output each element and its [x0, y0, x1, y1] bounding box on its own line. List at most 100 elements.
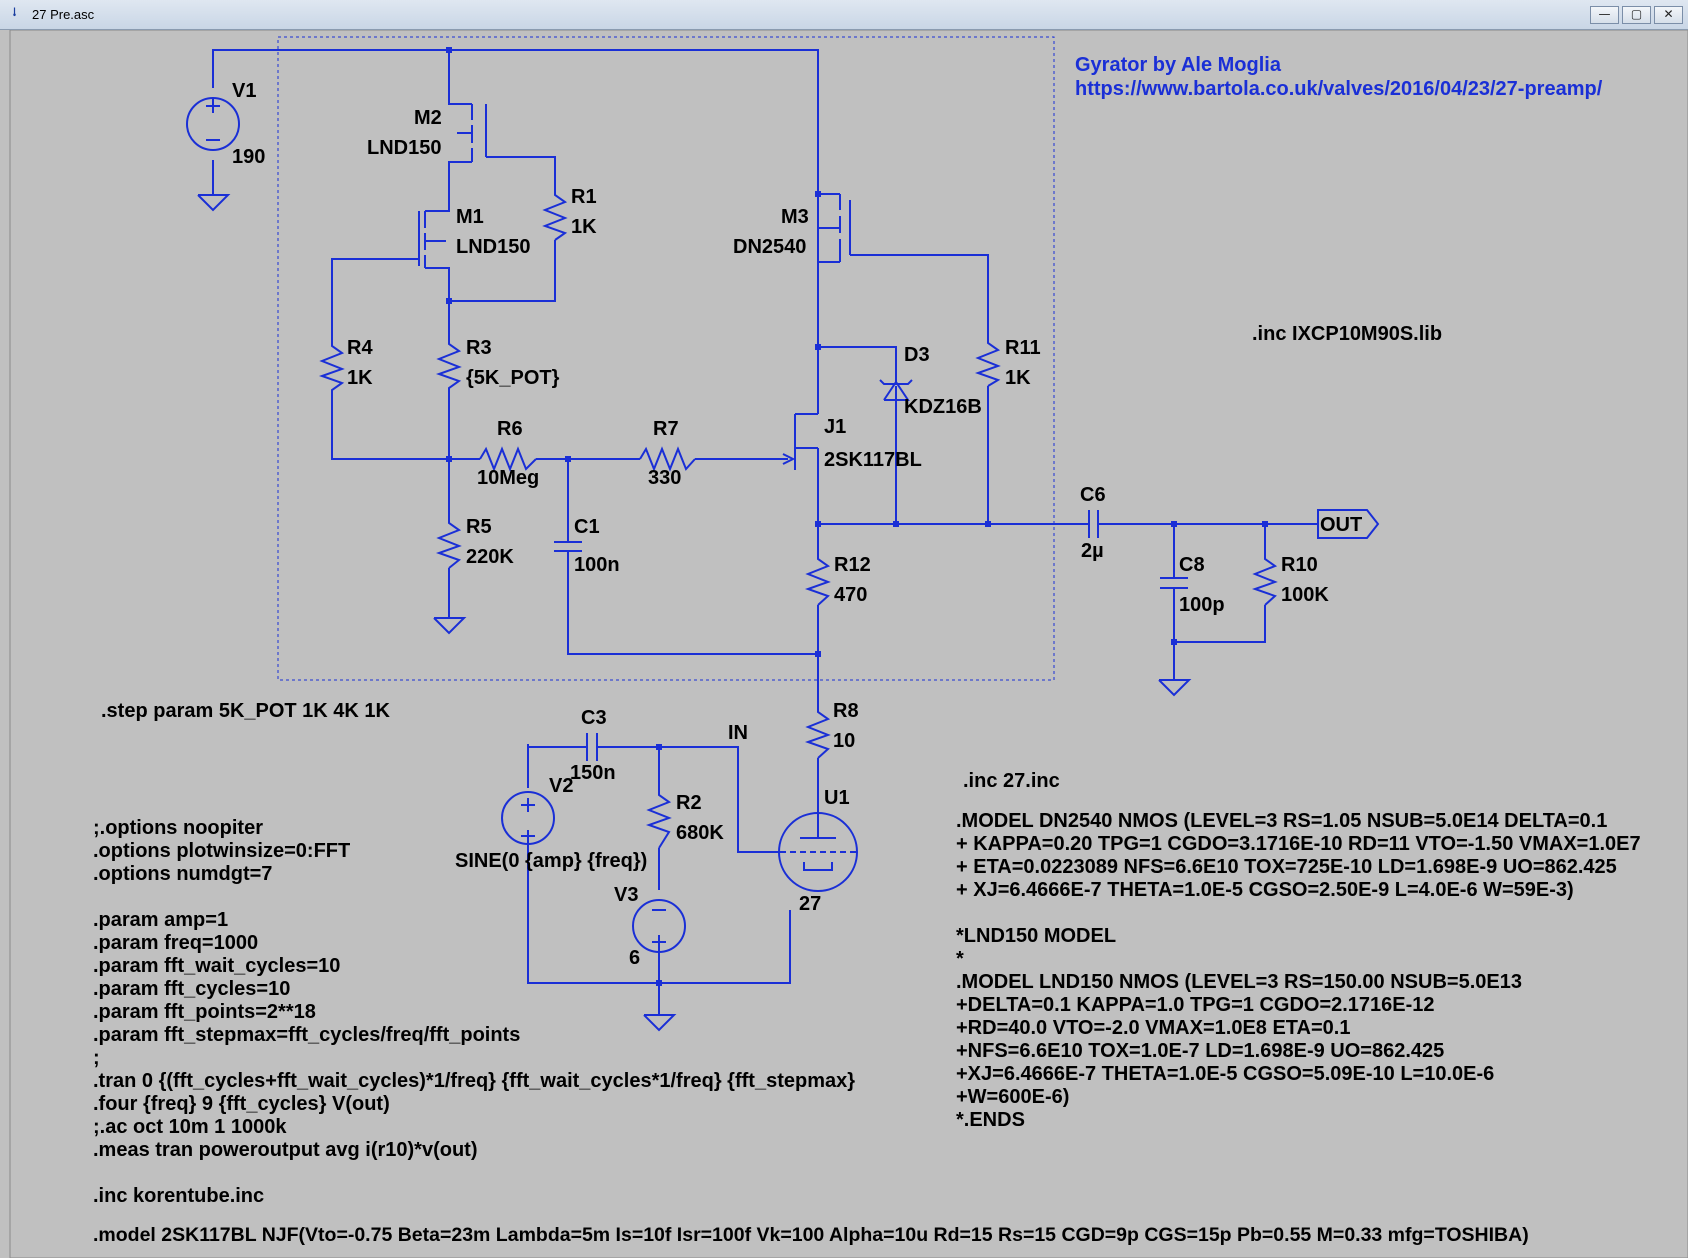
- r12-value: 470: [834, 584, 867, 606]
- u1-tube-symbol[interactable]: [778, 810, 858, 892]
- m3-name: M3: [781, 206, 809, 228]
- step-directive[interactable]: .step param 5K_POT 1K 4K 1K: [101, 700, 391, 722]
- right-directive-block[interactable]: .MODEL DN2540 NMOS (LEVEL=3 RS=1.05 NSUB…: [956, 810, 1641, 1131]
- header-title: Gyrator by Ale Moglia: [1075, 54, 1282, 76]
- u1-name: U1: [824, 787, 850, 809]
- ltspice-app-icon: ᛍ: [10, 5, 20, 23]
- directive-line: .param fft_cycles=10: [93, 978, 290, 1000]
- dashed-group-box: [277, 36, 1055, 681]
- ground-symbol: [197, 194, 1192, 1032]
- close-button[interactable]: ✕: [1654, 6, 1683, 24]
- directive-line: .options numdgt=7: [93, 863, 272, 885]
- inc-lib-directive[interactable]: .inc IXCP10M90S.lib: [1252, 323, 1442, 345]
- resistor-symbols[interactable]: [318, 188, 1278, 849]
- r10-value: 100K: [1281, 584, 1329, 606]
- model-line: +W=600E-6): [956, 1086, 1069, 1108]
- schematic-canvas[interactable]: Gyrator by Ale Moglia https://www.bartol…: [0, 30, 1688, 1258]
- j1-jfet-symbol[interactable]: [782, 413, 818, 470]
- directive-line: ;.ac oct 10m 1 1000k: [93, 1116, 287, 1138]
- r5-name: R5: [466, 516, 492, 538]
- v3-value: 6: [629, 947, 640, 969]
- model-line: *: [956, 948, 964, 970]
- r1-name: R1: [571, 186, 597, 208]
- r8-name: R8: [833, 700, 859, 722]
- r10-name: R10: [1281, 554, 1318, 576]
- r3-name: R3: [466, 337, 492, 359]
- r8-value: 10: [833, 730, 855, 752]
- directive-line: .param fft_points=2**18: [93, 1001, 316, 1023]
- r4-value: 1K: [347, 367, 373, 389]
- r7-name: R7: [653, 418, 679, 440]
- r2-name: R2: [676, 792, 702, 814]
- directive-line: ;.options noopiter: [93, 817, 263, 839]
- inc-27-directive[interactable]: .inc 27.inc: [963, 770, 1060, 792]
- v1-source-symbol[interactable]: [186, 97, 240, 151]
- r11-name: R11: [1005, 337, 1041, 359]
- r2-value: 680K: [676, 822, 724, 844]
- d3-zener-symbol[interactable]: [879, 366, 913, 410]
- junction-dots: [446, 47, 1268, 986]
- window-titlebar: ᛍ 27 Pre.asc — ▢ ✕: [0, 0, 1688, 30]
- directive-line: .param fft_wait_cycles=10: [93, 955, 340, 977]
- model-line: +NFS=6.6E10 TOX=1.0E-7 LD=1.698E-9 UO=86…: [956, 1040, 1444, 1062]
- c6-name: C6: [1080, 484, 1106, 506]
- v2-value: SINE(0 {amp} {freq}): [455, 850, 647, 872]
- out-port-flag[interactable]: [1317, 509, 1380, 539]
- directive-line: .options plotwinsize=0:FFT: [93, 840, 350, 862]
- model-line: +DELTA=0.1 KAPPA=1.0 TPG=1 CGDO=2.1716E-…: [956, 994, 1435, 1016]
- maximize-button[interactable]: ▢: [1622, 6, 1651, 24]
- in-label: IN: [728, 722, 748, 744]
- d3-value: KDZ16B: [904, 396, 982, 418]
- j1-value: 2SK117BL: [824, 449, 922, 471]
- directive-line: ;: [93, 1047, 100, 1069]
- directive-line: .four {freq} 9 {fft_cycles} V(out): [93, 1093, 390, 1115]
- m3-mosfet-symbol[interactable]: [818, 194, 851, 262]
- c6-value: 2µ: [1081, 540, 1104, 562]
- out-label: OUT: [1320, 514, 1362, 536]
- r11-value: 1K: [1005, 367, 1031, 389]
- m1-name: M1: [456, 206, 484, 228]
- directive-line: .tran 0 {(fft_cycles+fft_wait_cycles)*1/…: [93, 1070, 855, 1092]
- m2-name: M2: [414, 107, 442, 129]
- r6-name: R6: [497, 418, 523, 440]
- jfet-model-directive[interactable]: .model 2SK117BL NJF(Vto=-0.75 Beta=23m L…: [93, 1224, 1529, 1246]
- c3-value: 150n: [570, 762, 616, 784]
- j1-name: J1: [824, 416, 846, 438]
- v2-source-symbol[interactable]: [501, 791, 555, 845]
- directive-line: .meas tran poweroutput avg i(r10)*v(out): [93, 1139, 478, 1161]
- minimize-button[interactable]: —: [1590, 6, 1619, 24]
- c8-name: C8: [1179, 554, 1205, 576]
- model-line: +XJ=6.4666E-7 THETA=1.0E-5 CGSO=5.09E-10…: [956, 1063, 1494, 1085]
- m1-mosfet-symbol[interactable]: [418, 211, 446, 268]
- v3-name: V3: [614, 884, 638, 906]
- model-line: *.ENDS: [956, 1109, 1025, 1131]
- window-title: 27 Pre.asc: [32, 7, 95, 22]
- r7-value: 330: [648, 467, 681, 489]
- directive-line: .param fft_stepmax=fft_cycles/freq/fft_p…: [93, 1024, 520, 1046]
- v1-value: 190: [232, 146, 265, 168]
- m1-value: LND150: [456, 236, 530, 258]
- r3-value: {5K_POT}: [466, 367, 560, 389]
- left-directive-block[interactable]: ;.options noopiter .options plotwinsize=…: [93, 817, 855, 1207]
- d3-name: D3: [904, 344, 930, 366]
- c1-value: 100n: [574, 554, 620, 576]
- m3-value: DN2540: [733, 236, 806, 258]
- c8-value: 100p: [1179, 594, 1225, 616]
- u1-value: 27: [799, 893, 821, 915]
- r4-name: R4: [347, 337, 373, 359]
- c1-name: C1: [574, 516, 600, 538]
- header-url[interactable]: https://www.bartola.co.uk/valves/2016/04…: [1075, 78, 1603, 100]
- r1-value: 1K: [571, 216, 597, 238]
- v3-source-symbol[interactable]: [632, 899, 686, 953]
- v1-name: V1: [232, 80, 256, 102]
- c3-name: C3: [581, 707, 607, 729]
- capacitor-symbols[interactable]: [554, 510, 1188, 761]
- model-line: *LND150 MODEL: [956, 925, 1116, 947]
- m2-mosfet-symbol[interactable]: [457, 104, 487, 162]
- directive-line: .inc korentube.inc: [93, 1185, 264, 1207]
- r5-value: 220K: [466, 546, 514, 568]
- directive-line: .param freq=1000: [93, 932, 258, 954]
- model-line: + ETA=0.0223089 NFS=6.6E10 TOX=725E-10 L…: [956, 856, 1617, 878]
- directive-line: .param amp=1: [93, 909, 228, 931]
- v2-name: V2: [549, 775, 573, 797]
